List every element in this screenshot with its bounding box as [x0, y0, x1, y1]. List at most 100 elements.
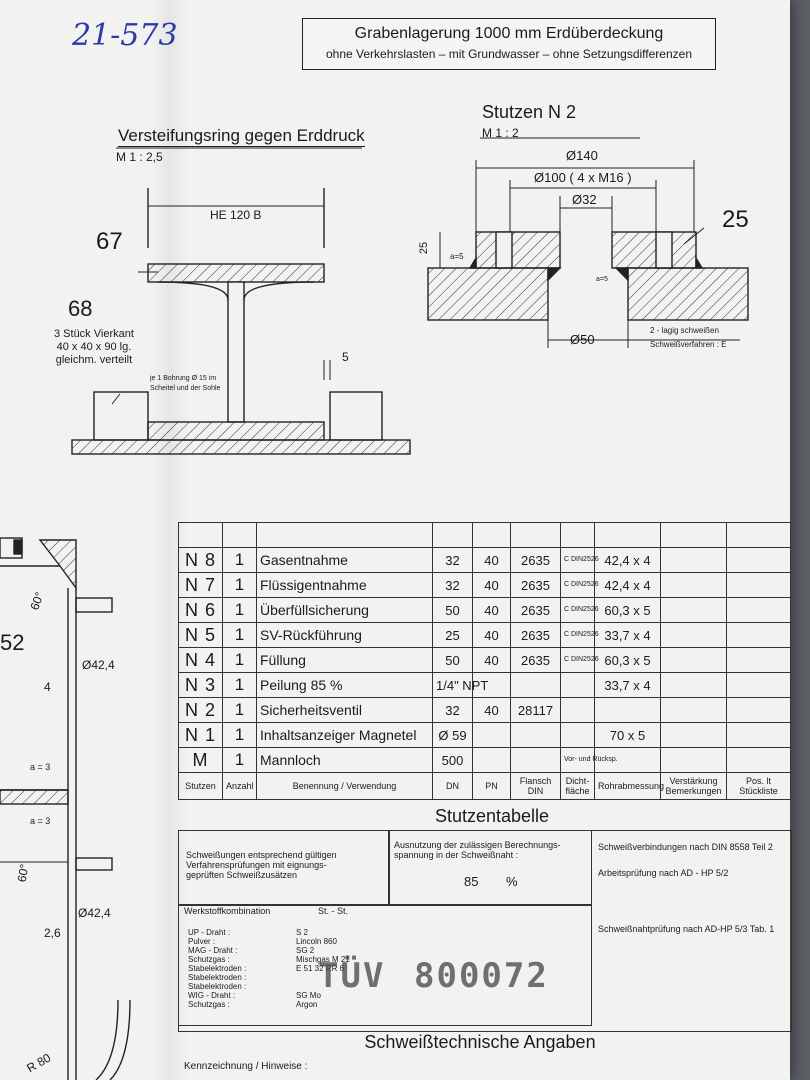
dim-2-6: 2,6 — [44, 926, 61, 940]
ring-profile-drawing — [71, 147, 411, 455]
title-main: Grabenlagerung 1000 mm Erdüberdeckung — [354, 25, 664, 42]
cell-dn: 32 — [432, 547, 473, 573]
cell-dn: 32 — [432, 697, 473, 723]
cell-flansch — [510, 747, 561, 773]
dim-d100: Ø100 ( 4 x M16 ) — [534, 170, 632, 185]
table-row — [178, 522, 791, 548]
profile-label: HE 120 B — [210, 208, 262, 222]
table-header-row: Stutzen Anzahl Benennung / Verwendung DN… — [178, 772, 791, 800]
handwritten-reference: 21-573 — [72, 18, 178, 53]
process-item: Pulver : — [188, 937, 216, 946]
cell-dicht — [560, 672, 595, 698]
cell-empty — [726, 722, 791, 748]
dim-d32: Ø32 — [572, 192, 597, 207]
cell-name: Überfüllsicherung — [256, 597, 433, 623]
weld-a5-left: a=5 — [450, 252, 464, 261]
cell-qty: 1 — [222, 597, 257, 623]
cell-flansch: 2635 — [510, 622, 561, 648]
weld-a3-top: a = 3 — [30, 762, 51, 772]
cell-empty — [660, 747, 727, 773]
material-value: St. - St. — [318, 906, 349, 916]
cell-pn: 40 — [472, 622, 511, 648]
partial-dim: 52 — [0, 630, 25, 655]
position-25: 25 — [722, 206, 749, 233]
cell-empty — [660, 672, 727, 698]
stamp-number: 800072 — [414, 956, 549, 996]
position-67: 67 — [96, 228, 123, 255]
cell-qty: 1 — [222, 672, 257, 698]
ring-detail-title: Versteifungsring gegen Erddruck — [118, 126, 365, 147]
process-list: UP - Draht :Pulver :MAG - Draht :Schutzg… — [188, 928, 246, 1009]
cell-rohr: 42,4 x 4 — [594, 572, 661, 598]
cell-qty: 1 — [222, 572, 257, 598]
cell-name: Mannloch — [256, 747, 433, 773]
header-pn: PN — [472, 772, 511, 800]
cell-flansch: 2635 — [510, 572, 561, 598]
header-pos: Pos. lt Stückliste — [726, 772, 791, 800]
cell-id: N 8 — [178, 547, 223, 573]
cell-id: N 6 — [178, 597, 223, 623]
cell-empty — [660, 722, 727, 748]
cell-dicht: C DIN2526 — [560, 597, 599, 623]
consumable-item: SG Mo — [296, 991, 321, 1000]
cell-flansch: 2635 — [510, 547, 561, 573]
cell-dicht — [560, 697, 595, 723]
material-label: Werkstoffkombination — [184, 906, 271, 916]
cell-name: SV-Rückführung — [256, 622, 433, 648]
cell-empty — [726, 697, 791, 723]
utilization-unit: % — [506, 874, 518, 889]
process-item: UP - Draht : — [188, 928, 231, 937]
cell-dicht: C DIN2526 — [560, 572, 599, 598]
cell-flansch: 2635 — [510, 597, 561, 623]
cell-dn: 500 — [432, 747, 473, 773]
welding-note-2-box — [388, 830, 592, 906]
cell-dn: 50 — [432, 647, 473, 673]
consumable-item: E 51 32 RR 6 — [296, 964, 345, 973]
cell-rohr: 70 x 5 — [594, 722, 661, 748]
cell-qty: 1 — [222, 622, 257, 648]
consumable-item: Argon — [296, 1000, 318, 1009]
welding-caption: Schweißtechnische Angaben — [364, 1032, 596, 1052]
header-stutzen: Stutzen — [178, 772, 223, 800]
cell-flansch — [510, 722, 561, 748]
dim-4: 4 — [44, 680, 51, 694]
cell-dn: 50 — [432, 597, 473, 623]
cell-id: M — [178, 747, 223, 773]
cell-flansch: 2635 — [510, 647, 561, 673]
material-box — [178, 904, 592, 1026]
cell-id: N 2 — [178, 697, 223, 723]
cell-name: Füllung — [256, 647, 433, 673]
cell-dn: Ø 59 — [432, 722, 473, 748]
title-block: Grabenlagerung 1000 mm Erdüberdeckung oh… — [302, 18, 716, 70]
title-subtitle: ohne Verkehrslasten – mit Grundwasser – … — [326, 47, 692, 61]
cell-id: N 1 — [178, 722, 223, 748]
dim-d42-top: Ø42,4 — [82, 658, 115, 672]
dim-5: 5 — [342, 350, 349, 364]
cell-dicht: Vor- und Rücksp. — [560, 747, 618, 773]
cell-dn: 25 — [432, 622, 473, 648]
cell-qty: 1 — [222, 547, 257, 573]
cell-empty — [726, 547, 791, 573]
cell-dicht: C DIN2526 — [560, 547, 599, 573]
dim-d42-bottom: Ø42,4 — [78, 906, 111, 920]
cell-pn — [472, 722, 511, 748]
consumable-item: S 2 — [296, 928, 309, 937]
cell-rohr: 33,7 x 4 — [594, 622, 661, 648]
cell-dicht: C DIN2526 — [560, 622, 599, 648]
left-edge-drawing — [0, 537, 131, 1080]
cell-qty: 1 — [222, 647, 257, 673]
welding-note-1-box — [178, 830, 390, 906]
ring-detail-scale: M 1 : 2,5 — [116, 150, 163, 164]
header-flansch: Flansch DIN — [510, 772, 561, 800]
